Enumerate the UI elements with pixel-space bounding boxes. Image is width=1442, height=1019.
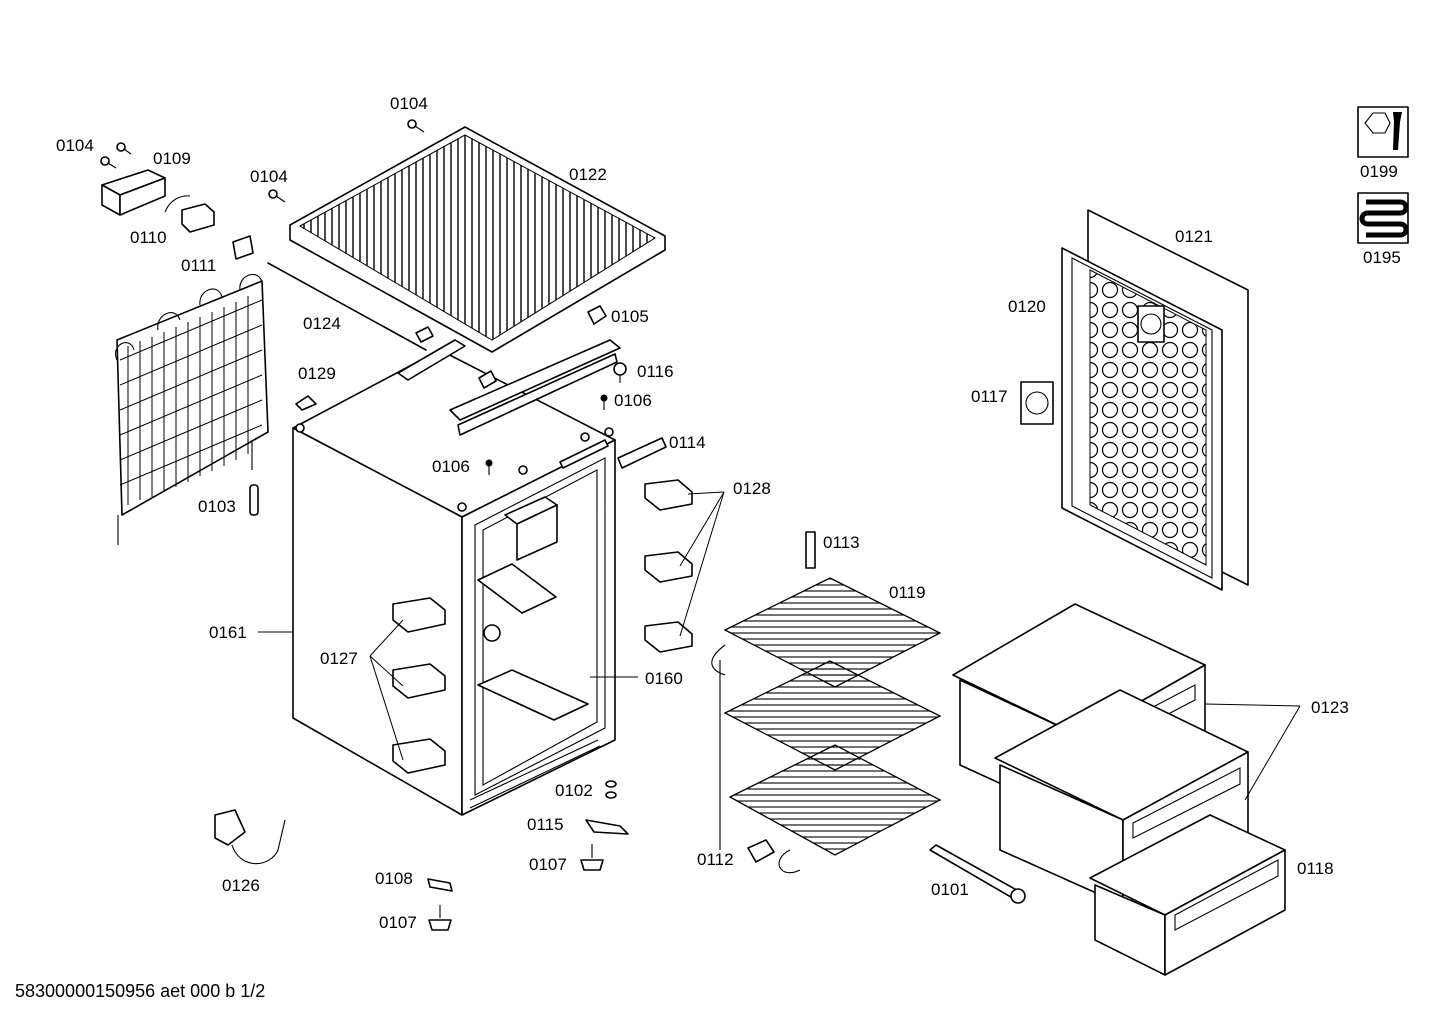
rod-0124 bbox=[267, 262, 427, 351]
switch-0114 bbox=[617, 437, 667, 469]
label-0118: 0118 bbox=[1297, 859, 1334, 878]
door-0121 bbox=[1061, 209, 1249, 591]
clip-0124-holder bbox=[415, 326, 434, 343]
label-0113: 0113 bbox=[823, 533, 860, 552]
label-0122: 0122 bbox=[569, 165, 607, 184]
label-0112: 0112 bbox=[697, 850, 734, 869]
document-code: 58300000150956 aet 000 b 1/2 bbox=[15, 981, 265, 1001]
drain-tube-0101 bbox=[929, 844, 1026, 904]
label-0160: 0160 bbox=[645, 669, 683, 688]
label-0101: 0101 bbox=[931, 880, 969, 899]
screw-0106-left bbox=[485, 459, 493, 475]
label-0106-b: 0106 bbox=[432, 457, 470, 476]
bracket-0111 bbox=[232, 235, 254, 260]
label-0111: 0111 bbox=[181, 256, 216, 275]
screw-0104-mid bbox=[268, 189, 286, 203]
top-cover-0122 bbox=[289, 126, 666, 353]
label-0128: 0128 bbox=[733, 479, 771, 498]
label-0119: 0119 bbox=[889, 583, 926, 602]
hinge-0115 bbox=[585, 819, 629, 835]
label-0161: 0161 bbox=[209, 623, 247, 642]
coil-icon bbox=[1357, 192, 1409, 244]
leader-lines bbox=[258, 491, 1301, 801]
drawer-bottom-0118 bbox=[1089, 814, 1286, 976]
thermostat-cover-0109 bbox=[101, 169, 166, 216]
label-0109: 0109 bbox=[153, 149, 191, 168]
clip-0129 bbox=[295, 395, 317, 411]
light-strip-0113 bbox=[805, 531, 816, 569]
label-0107-b: 0107 bbox=[379, 913, 417, 932]
label-0108: 0108 bbox=[375, 869, 413, 888]
shelf-supports-0128 bbox=[644, 479, 693, 653]
clip-0105 bbox=[587, 305, 607, 325]
label-0102: 0102 bbox=[555, 781, 593, 800]
label-0127: 0127 bbox=[320, 649, 358, 668]
cabinet-0161 bbox=[292, 339, 616, 816]
label-0124: 0124 bbox=[303, 314, 341, 333]
thermostat-0110 bbox=[164, 195, 215, 233]
clip-0112 bbox=[747, 839, 775, 863]
label-0117: 0117 bbox=[971, 387, 1008, 406]
foot-0107-left bbox=[428, 905, 452, 931]
foot-0107-right bbox=[580, 844, 604, 871]
condenser-coil bbox=[115, 273, 269, 545]
label-0114: 0114 bbox=[669, 433, 706, 452]
label-0105: 0105 bbox=[611, 307, 649, 326]
label-0104-c: 0104 bbox=[250, 167, 288, 186]
sensor-tube-0103 bbox=[249, 484, 259, 516]
part-labels: 0104 0104 0104 0109 0110 0111 0122 0124 … bbox=[56, 94, 1401, 932]
label-0103: 0103 bbox=[198, 497, 236, 516]
label-0116: 0116 bbox=[637, 362, 674, 381]
label-0106-a: 0106 bbox=[614, 391, 652, 410]
wire-shelves-0119 bbox=[711, 577, 942, 874]
label-0195: 0195 bbox=[1363, 248, 1401, 267]
label-0199: 0199 bbox=[1360, 162, 1398, 181]
label-0104-a: 0104 bbox=[56, 136, 94, 155]
nut-wrench-icon bbox=[1357, 106, 1409, 158]
screw-0116 bbox=[613, 362, 627, 383]
hinge-rail bbox=[449, 339, 621, 436]
washer-0102 bbox=[605, 780, 617, 799]
label-0129: 0129 bbox=[298, 364, 336, 383]
power-cord-0126 bbox=[214, 809, 286, 865]
label-0110: 0110 bbox=[130, 228, 167, 247]
screw-0104-left bbox=[100, 142, 132, 169]
bracket-0108 bbox=[427, 878, 453, 892]
screw-0106-right bbox=[600, 394, 608, 410]
label-0120: 0120 bbox=[1008, 297, 1046, 316]
label-0115: 0115 bbox=[527, 815, 564, 834]
label-0121: 0121 bbox=[1175, 227, 1213, 246]
screw-0104-top bbox=[407, 119, 425, 133]
shelf-supports-0127 bbox=[392, 597, 446, 774]
label-0123: 0123 bbox=[1311, 698, 1349, 717]
label-0107-a: 0107 bbox=[529, 855, 567, 874]
label-0126: 0126 bbox=[222, 876, 260, 895]
label-0104-b: 0104 bbox=[390, 94, 428, 113]
clip-0124-holder-b bbox=[478, 370, 497, 389]
seal-0117 bbox=[1020, 381, 1054, 425]
